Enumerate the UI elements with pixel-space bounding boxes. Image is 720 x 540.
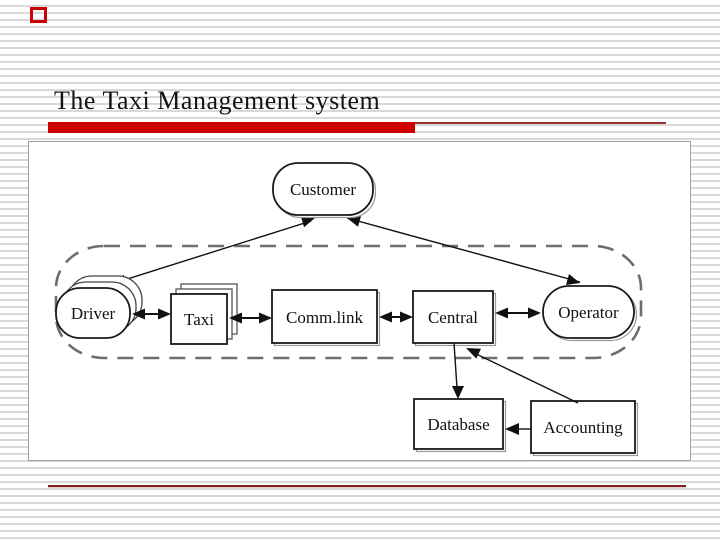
- node-taxi-label: Taxi: [184, 310, 214, 329]
- footer-rule-line: [48, 485, 686, 488]
- arrowhead-to-driver-h: [132, 308, 145, 320]
- node-accounting: [530, 400, 636, 454]
- node-database-label: Database: [427, 415, 489, 434]
- arrowhead-to-operator-h: [528, 307, 541, 319]
- node-central: [412, 290, 494, 344]
- node-commlink: [271, 289, 378, 344]
- node-accounting-label: Accounting: [543, 418, 623, 437]
- red-square-bullet-icon: [30, 7, 47, 23]
- node-operator: [542, 285, 635, 339]
- arrowhead-to-taxi: [158, 308, 171, 320]
- node-commlink-label: Comm.link: [286, 308, 363, 327]
- node-driver-label: Driver: [71, 304, 116, 323]
- edge-accounting-central: [469, 350, 579, 404]
- node-taxi: [170, 293, 228, 345]
- arrowhead-to-taxi-h: [229, 312, 242, 324]
- arrowhead-to-central-bottom: [466, 348, 481, 359]
- edge-central-database: [453, 342, 458, 389]
- edge-customer-operator: [346, 217, 581, 283]
- node-driver: [55, 287, 131, 339]
- node-database: [413, 398, 504, 450]
- arrowhead-to-commlink: [259, 312, 272, 324]
- title-underline-thin-line: [415, 122, 666, 124]
- node-customer-label: Customer: [290, 180, 356, 199]
- diagram-canvas: Customer Driver Taxi Comm.link Central O…: [28, 141, 691, 461]
- edge-customer-driver: [120, 220, 312, 282]
- arrowhead-to-central-right: [495, 307, 508, 319]
- node-customer: [272, 162, 374, 216]
- page-title: The Taxi Management system: [54, 86, 381, 115]
- system-boundary-dashed: [54, 244, 643, 360]
- arrowhead-to-database-left: [505, 423, 519, 435]
- node-central-label: Central: [428, 308, 478, 327]
- arrowhead-to-commlink-h: [379, 311, 392, 323]
- taxi-system-diagram: Customer Driver Taxi Comm.link Central O…: [54, 162, 643, 457]
- arrowhead-to-customer-right: [347, 216, 361, 227]
- node-operator-label: Operator: [558, 303, 619, 322]
- arrowhead-to-operator: [566, 274, 580, 285]
- title-underline-bar: [48, 122, 415, 133]
- arrowhead-to-database-down: [452, 386, 464, 399]
- arrowhead-to-customer-left: [301, 216, 315, 228]
- arrowhead-to-central-left: [400, 311, 413, 323]
